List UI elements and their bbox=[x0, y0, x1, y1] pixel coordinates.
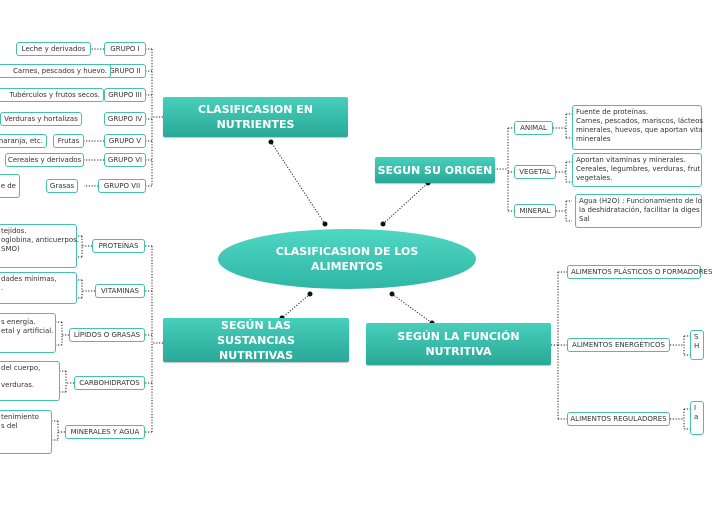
topic-nutrientes-label: CLASIFICASION EN NUTRIENTES bbox=[198, 103, 313, 131]
group-label: GRUPO V bbox=[108, 137, 142, 145]
leaf-label: Grasas bbox=[49, 182, 75, 190]
desc-line: oglobina, anticuerpos. bbox=[1, 236, 80, 244]
func-energeticos[interactable]: ALIMENTOS ENERGÉTICOS bbox=[567, 338, 670, 352]
group-label: GRUPO VI bbox=[107, 156, 143, 164]
func-energeticos-desc[interactable]: S H bbox=[690, 330, 704, 360]
sust-lipidos[interactable]: LÍPIDOS O GRASAS bbox=[69, 328, 145, 342]
sust-vitaminas[interactable]: VITAMINAS bbox=[95, 284, 145, 298]
func-label: ALIMENTOS REGULADORES bbox=[570, 415, 667, 423]
sust-vitaminas-desc[interactable]: dades mínimas, . bbox=[0, 272, 77, 304]
origen-animal[interactable]: ANIMAL bbox=[514, 121, 553, 135]
leaf-frutas[interactable]: Frutas bbox=[53, 134, 84, 148]
sust-minerales-desc[interactable]: tenimiento s del bbox=[0, 410, 52, 454]
desc-line: a bbox=[694, 413, 699, 421]
func-reguladores[interactable]: ALIMENTOS REGULADORES bbox=[567, 412, 670, 426]
group-2[interactable]: GRUPO II bbox=[104, 64, 146, 78]
group-label: GRUPO I bbox=[110, 45, 140, 53]
sust-minerales-agua[interactable]: MINERALES Y AGUA bbox=[65, 425, 145, 439]
sust-carbohidratos-desc[interactable]: del cuerpo, verduras. bbox=[0, 361, 60, 401]
origen-vegetal[interactable]: VEGETAL bbox=[514, 165, 556, 179]
func-plasticos[interactable]: ALIMENTOS PLÁSTICOS O FORMADORES bbox=[567, 265, 712, 279]
leaf-tuberculos[interactable]: Tubérculos y frutos secos. bbox=[0, 88, 104, 102]
desc-line: minerales, huevos, que aportan vita bbox=[576, 126, 703, 134]
func-label: ALIMENTOS ENERGÉTICOS bbox=[572, 341, 665, 349]
group-4[interactable]: GRUPO IV bbox=[104, 112, 146, 126]
sust-lipidos-desc[interactable]: s energía. etal y artificial. bbox=[0, 313, 56, 353]
desc-line: dades mínimas, bbox=[1, 275, 57, 283]
desc-line: Aportan vitaminas y minerales. bbox=[576, 156, 686, 164]
sust-label: LÍPIDOS O GRASAS bbox=[73, 331, 141, 339]
leaf-label: Carnes, pescados y huevo. bbox=[13, 66, 107, 75]
leaf-label: Verduras y hortalizas bbox=[4, 115, 78, 123]
desc-line: verduras. bbox=[1, 381, 35, 389]
group-6[interactable]: GRUPO VI bbox=[104, 153, 146, 167]
desc-line: la deshidratación, facilitar la diges bbox=[579, 206, 700, 214]
origen-mineral-desc[interactable]: Agua (H2O) : Funcionamiento de lo la des… bbox=[575, 194, 702, 228]
leaf-grasas-desc[interactable]: e de bbox=[0, 174, 20, 198]
group-7[interactable]: GRUPO VII bbox=[98, 179, 146, 193]
topic-sustancias-label: SEGÚN LAS SUSTANCIAS NUTRITIVAS bbox=[217, 318, 295, 362]
group-label: GRUPO IV bbox=[107, 115, 143, 123]
sust-label: CARBOHIDRATOS bbox=[79, 379, 140, 387]
desc-line: SMO) bbox=[1, 245, 20, 253]
group-5[interactable]: GRUPO V bbox=[104, 134, 146, 148]
origen-label: MINERAL bbox=[519, 207, 551, 215]
leaf-label: e de bbox=[0, 181, 16, 190]
leaf-leche[interactable]: Leche y derivados bbox=[16, 42, 91, 56]
leaf-verduras[interactable]: Verduras y hortalizas bbox=[0, 112, 82, 126]
origen-vegetal-desc[interactable]: Aportan vitaminas y minerales. Cereales,… bbox=[572, 153, 702, 187]
desc-line: S bbox=[694, 333, 699, 341]
desc-line: Carnes, pescados, mariscos, lácteos bbox=[576, 117, 704, 125]
desc-line: Sal bbox=[579, 215, 590, 223]
sust-label: MINERALES Y AGUA bbox=[70, 428, 140, 436]
desc-line: etal y artificial. bbox=[1, 327, 54, 335]
central-topic[interactable]: CLASIFICASION DE LOS ALIMENTOS bbox=[218, 229, 476, 289]
central-topic-label: CLASIFICASION DE LOS ALIMENTOS bbox=[275, 245, 419, 273]
desc-line: H bbox=[694, 342, 700, 350]
topic-sustancias[interactable]: SEGÚN LAS SUSTANCIAS NUTRITIVAS bbox=[163, 318, 349, 362]
origen-label: VEGETAL bbox=[519, 168, 551, 176]
sust-carbohidratos[interactable]: CARBOHIDRATOS bbox=[74, 376, 145, 390]
desc-line: Agua (H2O) : Funcionamiento de lo bbox=[579, 197, 702, 205]
desc-line: del cuerpo, bbox=[1, 364, 41, 372]
group-label: GRUPO VII bbox=[103, 182, 141, 190]
origen-label: ANIMAL bbox=[520, 124, 547, 132]
origen-animal-desc[interactable]: Fuente de proteínas. Carnes, pescados, m… bbox=[572, 105, 704, 150]
desc-line: Cereales, legumbres, verduras, frut bbox=[576, 165, 701, 173]
leaf-label: naranja, etc. bbox=[0, 136, 43, 145]
leaf-grasas[interactable]: Grasas bbox=[46, 179, 78, 193]
desc-line: . bbox=[1, 284, 4, 292]
desc-line: tenimiento bbox=[1, 413, 39, 421]
sust-proteinas[interactable]: PROTEÍNAS bbox=[92, 239, 145, 253]
desc-line: Fuente de proteínas. bbox=[576, 108, 649, 116]
leaf-label: Cereales y derivados bbox=[7, 156, 82, 164]
desc-line: tejidos. bbox=[1, 227, 27, 235]
desc-line: vegetales. bbox=[576, 174, 613, 182]
leaf-label: Tubérculos y frutos secos. bbox=[9, 90, 100, 99]
origen-mineral[interactable]: MINERAL bbox=[514, 204, 556, 218]
topic-origen-label: SEGUN SU ORIGEN bbox=[377, 163, 493, 177]
func-label: ALIMENTOS PLÁSTICOS O FORMADORES bbox=[571, 268, 712, 276]
sust-proteinas-desc[interactable]: tejidos. oglobina, anticuerpos. SMO) bbox=[0, 224, 80, 268]
topic-funcion-label: SEGÚN LA FUNCIÓN NUTRITIVA bbox=[397, 330, 520, 358]
leaf-label: Leche y derivados bbox=[21, 45, 86, 53]
leaf-carnes[interactable]: Carnes, pescados y huevo. bbox=[0, 64, 111, 78]
topic-nutrientes[interactable]: CLASIFICASION EN NUTRIENTES bbox=[163, 97, 348, 137]
group-1[interactable]: GRUPO I bbox=[104, 42, 146, 56]
topic-origen[interactable]: SEGUN SU ORIGEN bbox=[375, 157, 495, 183]
group-label: GRUPO II bbox=[109, 67, 141, 75]
sust-label: VITAMINAS bbox=[101, 287, 139, 295]
topic-funcion[interactable]: SEGÚN LA FUNCIÓN NUTRITIVA bbox=[366, 323, 551, 365]
desc-line: s del bbox=[1, 422, 18, 430]
group-3[interactable]: GRUPO III bbox=[104, 88, 146, 102]
desc-line: I bbox=[694, 404, 697, 412]
desc-line: minerales bbox=[576, 135, 611, 143]
leaf-naranja[interactable]: naranja, etc. bbox=[0, 134, 47, 148]
sust-label: PROTEÍNAS bbox=[98, 242, 139, 250]
leaf-cereales[interactable]: Cereales y derivados bbox=[5, 153, 84, 167]
func-reguladores-desc[interactable]: I a bbox=[690, 401, 704, 435]
leaf-label: Frutas bbox=[57, 137, 80, 145]
desc-line: s energía. bbox=[1, 318, 36, 326]
group-label: GRUPO III bbox=[108, 91, 142, 99]
